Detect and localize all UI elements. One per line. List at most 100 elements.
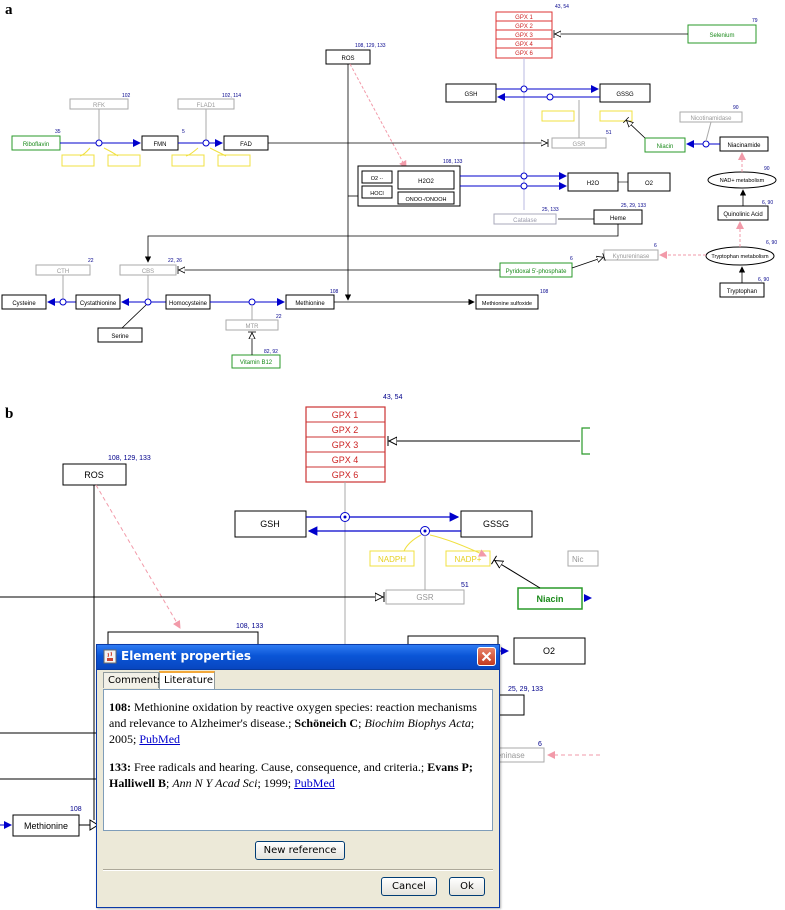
nic-node-b[interactable] <box>567 550 599 567</box>
trp-metab-label-a: Tryptophan metabolism <box>711 254 769 260</box>
gsr-label-b: GSR <box>416 593 434 602</box>
heme-refs-a: 25, 29, 133 <box>621 203 646 209</box>
cbs-label-a: CBS <box>142 269 154 275</box>
gsr-label-a: GSR <box>572 142 586 148</box>
literature-list[interactable]: 108: Methionine oxidation by reactive ox… <box>103 689 493 831</box>
kyn-partial-label-b: reninase <box>494 751 525 760</box>
niacin-node-b[interactable] <box>517 587 583 610</box>
met-sulfoxide-ref-a: 108 <box>540 289 549 295</box>
cystathionine-label-a: Cystathionine <box>80 301 117 307</box>
gpx2-b: GPX 2 <box>332 425 359 435</box>
nadph-label-b: NADPH <box>378 555 406 564</box>
o2-label-a: O2 <box>645 181 654 187</box>
kynureninase-ref-a: 6 <box>654 243 657 249</box>
o2minus-a: O2 -· <box>371 176 384 182</box>
flad1-label-a: FLAD1 <box>197 103 216 109</box>
gsr-node-b[interactable] <box>385 589 465 605</box>
ref-journal: Biochim Biophys Acta <box>364 716 471 730</box>
fmn-label-a: FMN <box>154 142 167 148</box>
gssg-label-b: GSSG <box>483 519 509 529</box>
tryptophan-label-a: Tryptophan <box>727 289 757 295</box>
methionine-ref-a: 108 <box>330 289 339 295</box>
pubmed-link[interactable]: PubMed <box>139 732 181 746</box>
cbs-refs-a: 22, 26 <box>168 258 182 264</box>
ref-year: ; 1999; <box>257 776 292 790</box>
gpx4-a: GPX 4 <box>515 42 533 48</box>
gpx6-b: GPX 6 <box>332 470 359 480</box>
gpx3-a: GPX 3 <box>515 33 533 39</box>
niacin-node-a[interactable] <box>644 137 686 153</box>
nicotinamidase-ref-a: 90 <box>733 105 739 111</box>
methionine-ref-b: 108 <box>70 806 82 813</box>
close-button[interactable] <box>477 647 496 666</box>
catalase-label-a: Catalase <box>513 218 537 224</box>
ros-label-a: ROS <box>341 56 354 62</box>
selenium-label-a: Selenium <box>709 33 734 39</box>
pyridoxal-label-a: Pyridoxal 5'-phosphate <box>506 269 568 275</box>
gpx1-b: GPX 1 <box>332 410 359 420</box>
met-sulfoxide-label-a: Methionine sulfoxide <box>482 301 532 307</box>
rfk-label-a: RFK <box>93 103 105 109</box>
panel-a-label: a <box>5 2 13 18</box>
ref-authors: Evans P; Halliwell B <box>109 760 473 790</box>
methionine-label-a: Methionine <box>295 301 325 307</box>
dialog-title: Element properties <box>121 649 252 663</box>
java-cup-icon <box>103 649 117 664</box>
b12-node-a[interactable] <box>231 354 281 369</box>
catalase-refs-a: 25, 133 <box>542 207 559 213</box>
gssg-node-b[interactable] <box>460 510 533 538</box>
gpx-stack-a[interactable]: GPX 1 GPX 2 GPX 3 GPX 4 GPX 6 <box>495 11 553 59</box>
catalase-node-a[interactable] <box>493 213 557 225</box>
mtr-ref-a: 22 <box>276 314 282 320</box>
nic-label-b: Nic <box>572 555 584 564</box>
gsr-ref-a: 51 <box>606 130 612 136</box>
gpx-refs-b: 43, 54 <box>383 394 403 401</box>
ref-title: Methionine oxidation by reactive oxygen … <box>109 700 477 730</box>
serine-node-a[interactable] <box>97 327 143 343</box>
methionine-label-b: Methionine <box>24 821 68 831</box>
ok-button[interactable]: Ok <box>449 877 485 896</box>
cysteine-node-a[interactable] <box>1 294 47 310</box>
ref-journal: Ann N Y Acad Sci <box>172 776 258 790</box>
new-reference-button[interactable]: New reference <box>255 841 345 860</box>
gsh-node-b[interactable] <box>234 510 307 538</box>
nicotinamidase-label-a: Nicotinamidase <box>690 116 732 122</box>
ref-authors: Schöneich C <box>294 716 359 730</box>
gpx4-b: GPX 4 <box>332 455 359 465</box>
heme-label-a: Heme <box>610 216 627 222</box>
homocysteine-label-a: Homocysteine <box>169 301 208 307</box>
cystathionine-node-a[interactable] <box>75 294 121 310</box>
met-sulfoxide-node-a[interactable] <box>475 294 539 310</box>
o2-label-b: O2 <box>543 646 555 656</box>
kynureninase-label-a: Kynureninase <box>613 254 650 260</box>
cancel-button[interactable]: Cancel <box>381 877 437 896</box>
pubmed-link[interactable]: PubMed <box>294 776 335 790</box>
reference-item: 133: Free radicals and hearing. Cause, c… <box>109 760 473 790</box>
panel-b-label: b <box>5 406 14 422</box>
tab-literature[interactable]: Literature <box>159 671 215 689</box>
gpx-stack-b[interactable]: GPX 1 GPX 2 GPX 3 GPX 4 GPX 6 <box>305 406 386 483</box>
onoo-a: ONOO-/ONOOH <box>406 197 447 203</box>
gpx-refs-a: 43, 54 <box>555 4 569 10</box>
tab-comments[interactable]: Comments <box>103 672 162 688</box>
element-properties-dialog: Element properties Comments Literature 1… <box>96 644 500 908</box>
niacin-label-b: Niacin <box>536 594 563 604</box>
nadph-node-b[interactable] <box>369 550 415 567</box>
gssg-node-a[interactable] <box>599 83 651 103</box>
rfk-ref-a: 102 <box>122 93 131 99</box>
box-refs-b: 108, 133 <box>236 623 263 630</box>
kyn-ref-b: 6 <box>538 741 542 748</box>
dialog-titlebar[interactable]: Element properties <box>97 645 499 670</box>
h2o-label-a: H2O <box>587 181 600 187</box>
fmn-ref-a: 5 <box>182 129 185 135</box>
gsh-node-a[interactable] <box>445 83 497 103</box>
hocl-a: HOCl <box>370 191 383 197</box>
cysteine-label-a: Cysteine <box>12 301 36 307</box>
dialog-separator <box>103 869 493 871</box>
gpx6-a: GPX 6 <box>515 51 533 57</box>
ros-refs-b: 108, 129, 133 <box>108 455 151 462</box>
box-refs-a: 108, 133 <box>443 159 463 165</box>
o2-node-b[interactable] <box>513 637 586 665</box>
ros-refs-a: 108, 129, 133 <box>355 43 386 49</box>
gsr-ref-b: 51 <box>461 582 469 589</box>
